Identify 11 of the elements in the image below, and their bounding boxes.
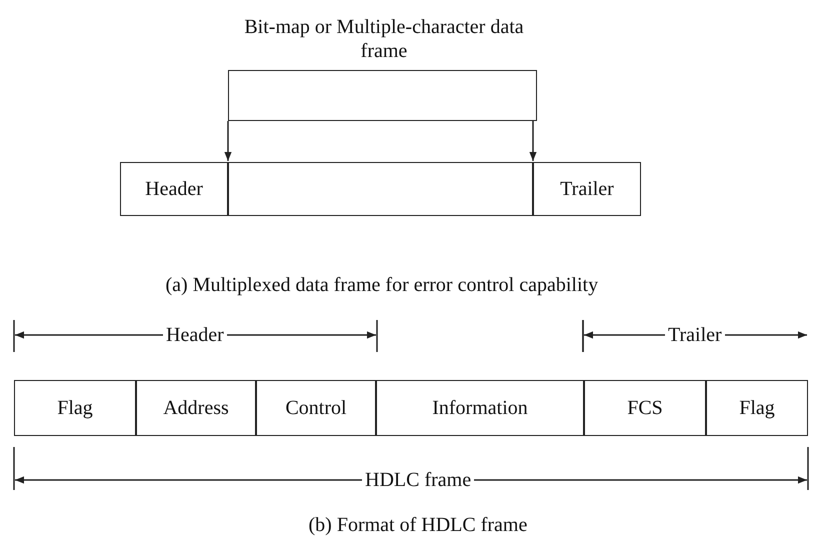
hdlc-field: Flag xyxy=(706,380,808,436)
hdlc-field: Control xyxy=(256,380,376,436)
arrow xyxy=(529,121,537,161)
hdlc-field: FCS xyxy=(584,380,706,436)
frame-field: Header xyxy=(120,162,228,216)
frame-heading: Bit-map or Multiple-character data frame xyxy=(244,15,524,63)
frame-field: Trailer xyxy=(533,162,641,216)
arrow xyxy=(224,121,232,161)
hdlc-field: Flag xyxy=(14,380,136,436)
hdlc-field: Address xyxy=(136,380,256,436)
hdlc-field: Information xyxy=(376,380,584,436)
